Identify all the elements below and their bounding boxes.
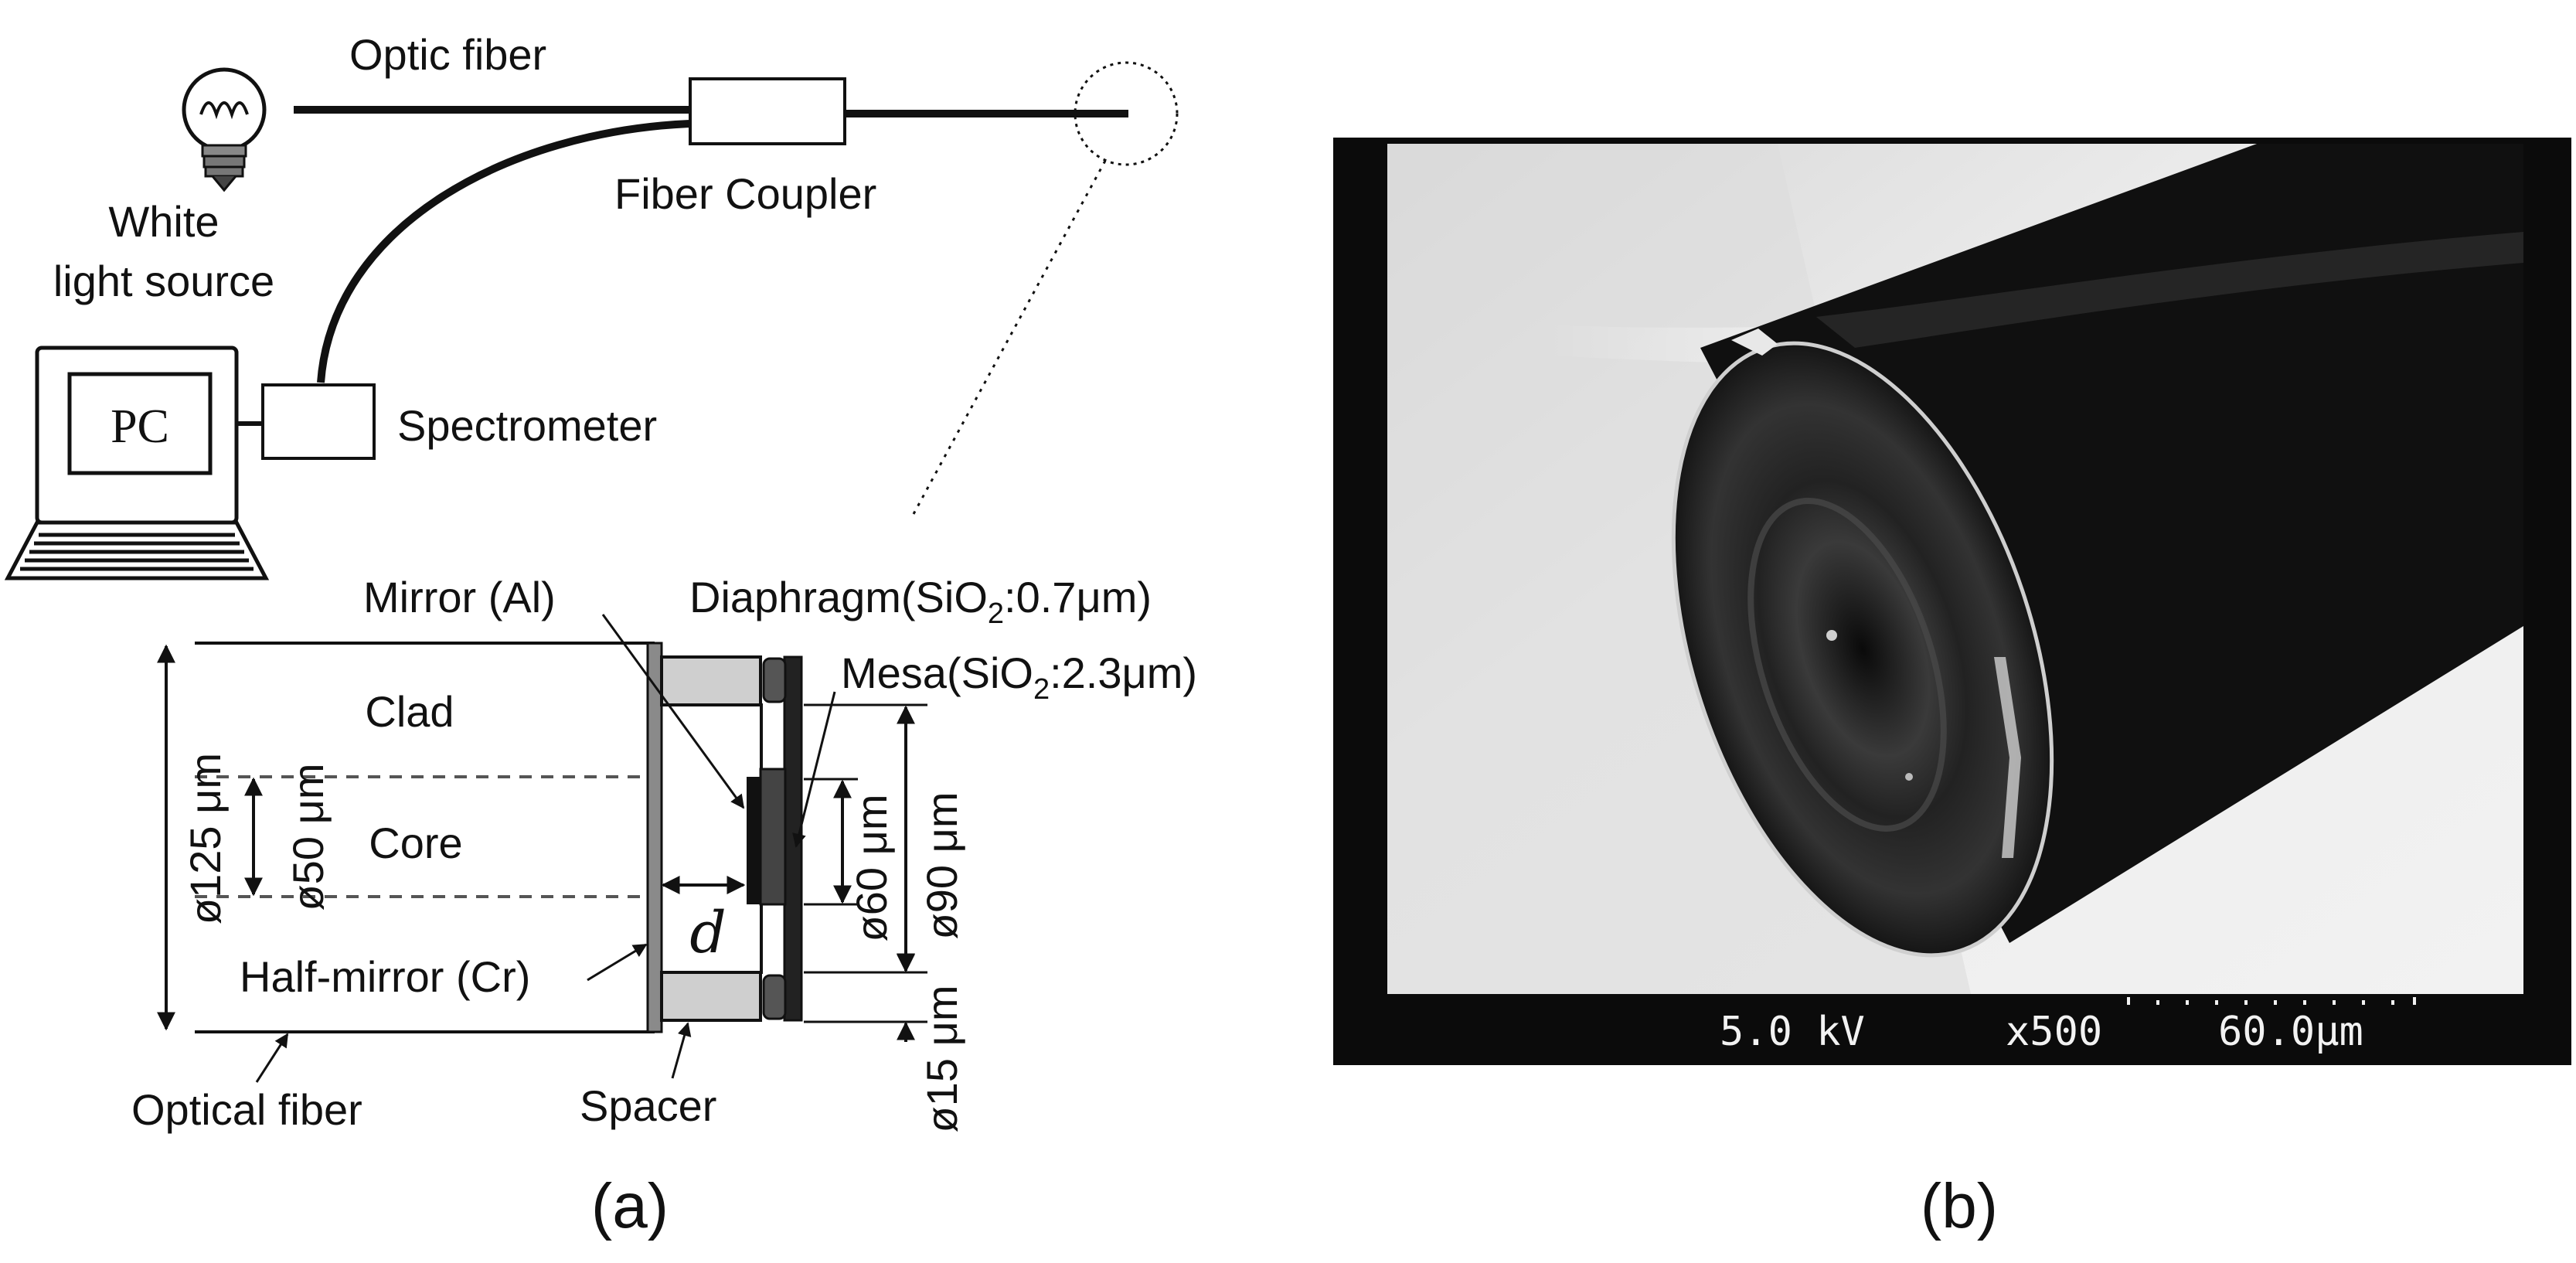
light-bulb-icon <box>182 67 267 192</box>
setup-diagram: White light source Optic fiber Fiber Cou… <box>4 30 1179 580</box>
spacer-top <box>660 655 762 706</box>
sem-voltage: 5.0 kV <box>1720 1009 1865 1055</box>
fiber-coupler-label: Fiber Coupler <box>614 169 876 218</box>
spectrometer-fiber <box>317 120 691 383</box>
zoom-lead-line <box>912 160 1107 515</box>
sem-image: 5.0 kV x500 60.0μm <box>1333 138 2571 1065</box>
half-mirror-layer <box>646 642 663 1033</box>
optic-fiber-label: Optic fiber <box>349 30 546 79</box>
fiber-coupler-box <box>689 77 846 145</box>
white-light-label-1: White <box>108 197 219 246</box>
core-label: Core <box>369 819 462 867</box>
pc-label: PC <box>111 400 169 453</box>
diaphragm-subscript: 2 <box>988 597 1004 630</box>
spacer-label: Spacer <box>580 1081 716 1130</box>
mirror-al <box>747 777 761 904</box>
pc-laptop-icon <box>4 346 270 580</box>
sem-info-bar <box>1387 994 2523 1065</box>
diaphragm-text: Diaphragm(SiO <box>689 573 988 621</box>
caption-a: (a) <box>591 1171 669 1241</box>
diaphragm-value: :0.7μm) <box>1004 573 1152 621</box>
dim-125-label: ø125 μm <box>181 753 230 924</box>
sem-scale-label: 60.0μm <box>2218 1009 2363 1055</box>
mesa-text: Mesa(SiO <box>841 649 1033 697</box>
dim-50-label: ø50 μm <box>284 764 332 911</box>
mesa <box>759 768 787 906</box>
white-light-label-2: light source <box>53 257 274 305</box>
mirror-label: Mirror (Al) <box>363 573 556 621</box>
mesa-subscript: 2 <box>1033 673 1050 706</box>
sensor-cross-section: Clad Core d ø125 μm ø50 μm ø60 μm <box>131 573 1197 1134</box>
zoom-circle <box>1074 61 1179 166</box>
mesa-label: Mesa(SiO2:2.3μm) <box>841 649 1197 706</box>
spacer-bottom <box>660 971 762 1022</box>
optical-fiber-label: Optical fiber <box>131 1085 362 1134</box>
half-mirror-label: Half-mirror (Cr) <box>240 952 530 1001</box>
dim-60-label: ø60 μm <box>847 795 896 942</box>
sem-magnification: x500 <box>2006 1009 2102 1055</box>
gap-d-label: d <box>689 900 726 966</box>
diaphragm-label: Diaphragm(SiO2:0.7μm) <box>689 573 1152 630</box>
dim-90-label: ø90 μm <box>917 792 966 940</box>
caption-b: (b) <box>1921 1171 1998 1241</box>
mesa-value: :2.3μm) <box>1050 649 1197 697</box>
sem-scale-bar <box>2127 997 2416 1005</box>
clad-label: Clad <box>365 687 454 736</box>
spectrometer-label: Spectrometer <box>397 401 657 450</box>
spectrometer-box <box>261 383 376 460</box>
dim-15-label: ø15 μm <box>917 986 966 1133</box>
